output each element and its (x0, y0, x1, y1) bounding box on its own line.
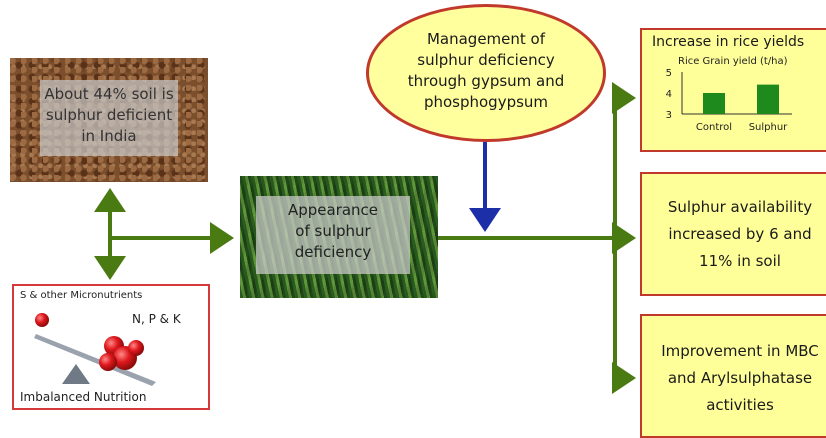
deficiency-line-2: of sulphur (295, 222, 371, 240)
ytick-5: 5 (666, 68, 672, 79)
soil-line-1: About 44% soil is (44, 85, 174, 103)
seesaw-beam (34, 334, 156, 386)
ytick-4: 4 (666, 89, 672, 100)
management-ellipse: Management of sulphur deficiency through… (366, 4, 606, 142)
micronutrient-ball (35, 313, 49, 327)
imbalanced-nutrition-box: S & other Micronutrients N, P & K Imbala… (12, 284, 210, 410)
deficiency-line-1: Appearance (287, 201, 379, 219)
imbalanced-nutrition-label: Imbalanced Nutrition (20, 390, 147, 404)
npk-ball-4 (128, 340, 144, 356)
rice-yield-chart: 5 4 3 Control Sulphur (666, 68, 792, 133)
deficiency-line-3: deficiency (294, 243, 372, 261)
deficiency-appearance-box: Appearance of sulphur deficiency (240, 176, 438, 298)
bar-sulphur (757, 84, 779, 114)
bar-control (703, 93, 725, 114)
improvement-line-3: activities (706, 396, 774, 414)
ytick-3: 3 (666, 110, 672, 121)
soil-line-3: in India (81, 127, 137, 145)
yield-box-title: Increase in rice yields (652, 34, 805, 50)
rice-yield-box: Increase in rice yields Rice Grain yield… (640, 28, 826, 152)
improvement-line-2: and Arylsulphatase (667, 369, 813, 387)
yield-chart-title: Rice Grain yield (t/ha) (678, 56, 788, 67)
availability-line-1: Sulphur availability (667, 198, 813, 216)
improvement-line-1: Improvement in MBC (661, 342, 819, 360)
category-sulphur: Sulphur (749, 122, 788, 133)
availability-line-2: increased by 6 and (668, 225, 812, 243)
micronutrients-label: S & other Micronutrients (20, 290, 143, 301)
management-line-2: sulphur deficiency (417, 51, 555, 69)
sulphur-availability-box: Sulphur availability increased by 6 and … (640, 172, 826, 296)
soil-deficiency-box: About 44% soil is sulphur deficient in I… (10, 58, 208, 182)
management-line-1: Management of (426, 30, 546, 48)
availability-line-3: 11% in soil (699, 252, 781, 270)
seesaw-illustration (34, 313, 156, 386)
management-line-4: phosphogypsum (423, 93, 549, 111)
seesaw-pivot (62, 364, 90, 384)
category-control: Control (696, 122, 732, 133)
soil-line-2: sulphur deficient (45, 106, 173, 124)
mbc-improvement-box: Improvement in MBC and Arylsulphatase ac… (640, 314, 826, 438)
npk-ball-3 (99, 353, 117, 371)
management-line-3: through gypsum and (407, 72, 565, 90)
npk-label: N, P & K (132, 312, 181, 326)
